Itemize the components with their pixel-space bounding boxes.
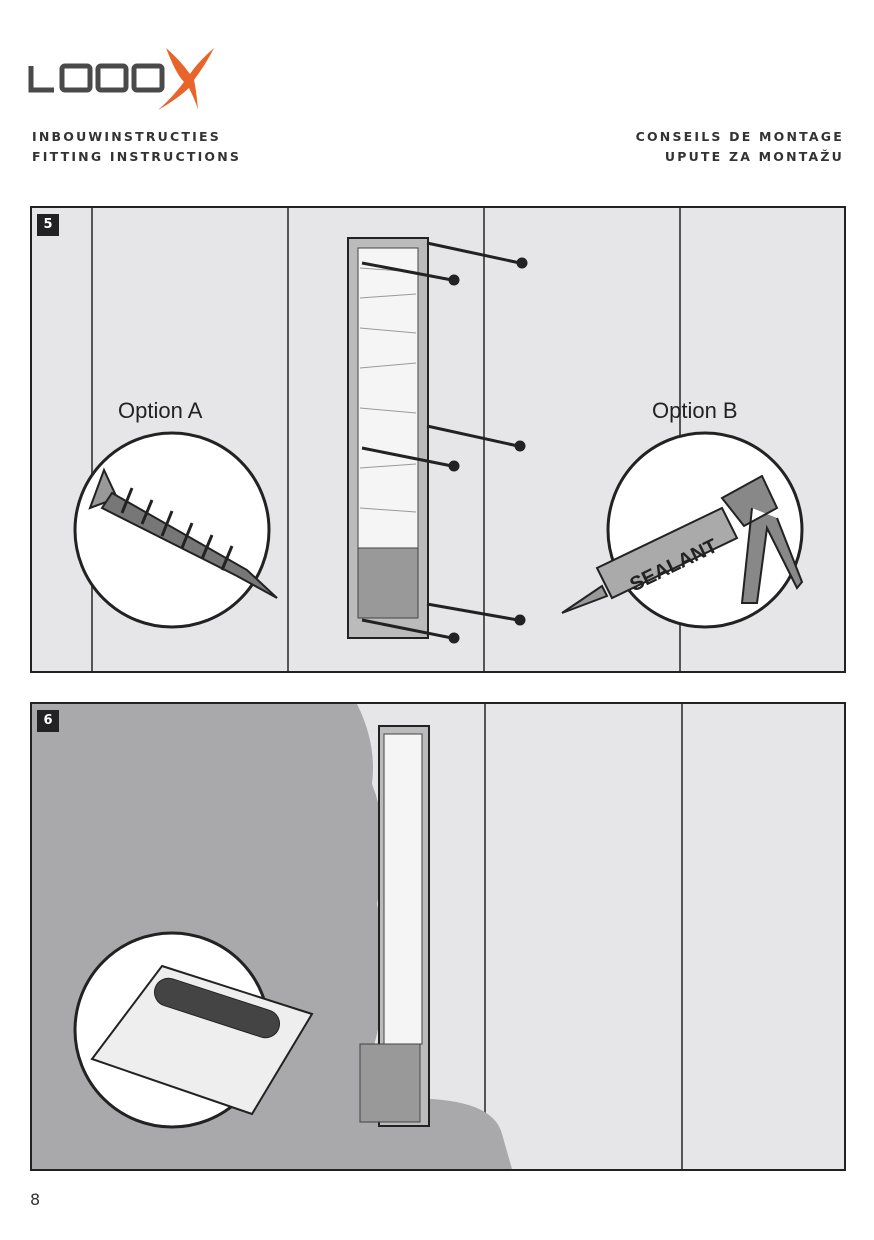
header-right: CONSEILS DE MONTAGE UPUTE ZA MONTAŽU bbox=[636, 127, 844, 167]
header-croatian: UPUTE ZA MONTAŽU bbox=[664, 149, 844, 164]
trowel-inset bbox=[73, 931, 314, 1129]
header-french: CONSEILS DE MONTAGE bbox=[635, 129, 844, 144]
step-5-panel: SEALANT 5 Option A Option B bbox=[30, 206, 846, 673]
screw-option-a bbox=[73, 431, 278, 629]
step-number: 6 bbox=[37, 710, 59, 732]
sealant-gun-option-b: SEALANT bbox=[561, 431, 804, 629]
option-a-label: Option A bbox=[118, 398, 203, 423]
header-english: FITTING INSTRUCTIONS bbox=[32, 149, 242, 164]
step-number: 5 bbox=[37, 214, 59, 236]
looox-logo bbox=[28, 48, 214, 110]
tile-adhesive-illustration bbox=[32, 704, 512, 1169]
step-6-panel: 6 bbox=[30, 702, 846, 1171]
header-left: INBOUWINSTRUCTIES FITTING INSTRUCTIONS bbox=[32, 127, 241, 167]
niche-screws-illustration: SEALANT bbox=[73, 237, 804, 644]
header-dutch: INBOUWINSTRUCTIES bbox=[32, 129, 221, 144]
option-b-label: Option B bbox=[652, 398, 738, 423]
page-number: 8 bbox=[30, 1190, 41, 1209]
